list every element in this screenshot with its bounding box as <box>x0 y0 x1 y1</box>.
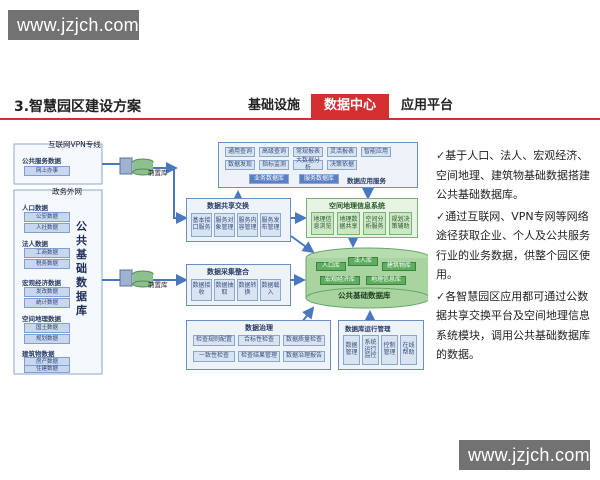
share-exchange-title: 数据共享交换 <box>207 202 249 210</box>
gov-item-4: 一致性检查 <box>193 351 235 362</box>
check-icon: ✓ <box>436 289 446 303</box>
ops-item-4: 在线帮助 <box>400 335 417 365</box>
tab-application-platform[interactable]: 应用平台 <box>400 98 453 113</box>
public-service-title: 公共服务数据 <box>22 157 61 165</box>
db-spatial-title: 空间地理数据 <box>22 315 61 323</box>
front-db-2-label: 前置库 <box>148 281 168 289</box>
check-icon: ✓ <box>436 209 446 223</box>
collect-item-3: 数据转换 <box>237 279 258 301</box>
collect-item-1: 数据接收 <box>191 279 212 301</box>
gov-item-1: 检查规则配置 <box>193 335 235 346</box>
base-db-population: 人口库 <box>316 262 346 271</box>
app-svc-3: 常规报表 <box>293 147 323 157</box>
base-db-title: 公共基础数据库 <box>338 291 391 300</box>
gis-box: 空间地理信息系统 地理信息浏览 地理数据共享 空间分析服务 规划决策辅助 <box>306 198 418 238</box>
db-economy-item-2: 统计数据 <box>24 298 70 308</box>
watermark-top: www.jzjch.com <box>8 10 139 40</box>
architecture-diagram: 互联网VPN专线 公共服务数据 网上办事 前置库 政务外网 人口数据 公安数据 … <box>8 140 428 378</box>
bullet-text: 各智慧园区应用都可通过公数据共享交换平台及空间地理信息系统模块，调用公共基础数据… <box>436 289 590 362</box>
db-economy-item-1: 发改数据 <box>24 287 70 297</box>
db-building-title: 建筑物数据 <box>22 350 55 358</box>
app-services-box: 通用查询 高级查询 常规报表 灵活报表 智能应用 数据发现 指标监测 大数据分析… <box>218 142 418 188</box>
business-db: 业务数据库 <box>249 174 289 184</box>
db-economy-title: 宏观经济数据 <box>22 279 61 287</box>
service-db: 服务数据库 <box>299 174 339 184</box>
app-svc-9: 决策依据 <box>327 160 357 170</box>
tab-data-center[interactable]: 数据中心 <box>311 94 389 118</box>
base-db-legal: 法人库 <box>348 257 378 266</box>
collect-box: 数据采集整合 数据接收 数据抽取 数据转换 数据载入 <box>186 264 291 306</box>
share-item-2: 服务对象管理 <box>214 213 235 237</box>
bullet-text: 基于人口、法人、宏观经济、空间地理、建筑物基础数据搭建公共基础数据库。 <box>436 149 590 201</box>
gov-net-label: 政务外网 <box>52 187 82 196</box>
gis-item-2: 地理数据共享 <box>337 212 360 235</box>
tab-infrastructure[interactable]: 基础设施 <box>247 98 300 113</box>
db-building-item-2: 住建数据 <box>24 365 70 373</box>
public-service-item: 网上办事 <box>24 166 70 176</box>
front-db-1-label: 前置库 <box>148 169 168 177</box>
app-svc-5: 智能应用 <box>361 147 391 157</box>
left-vertical-label: 公共基础数据库 <box>76 220 87 317</box>
db-spatial-item-1: 国土数据 <box>24 323 70 333</box>
collect-item-2: 数据抽取 <box>214 279 235 301</box>
gis-title: 空间地理信息系统 <box>329 202 385 210</box>
collect-title: 数据采集整合 <box>207 268 249 276</box>
bullet-item: ✓各智慧园区应用都可通过公数据共享交换平台及空间地理信息系统模块，调用公共基础数… <box>436 287 592 365</box>
check-icon: ✓ <box>436 149 446 162</box>
vpn-label: 互联网VPN专线 <box>48 140 101 149</box>
db-population-item-1: 公安数据 <box>24 212 70 222</box>
db-population-item-2: 人社数据 <box>24 223 70 233</box>
gov-item-2: 合标性检查 <box>238 335 280 346</box>
header-bar: 3.智慧园区建设方案 基础设施 数据中心 应用平台 <box>0 92 600 118</box>
ops-box: 数据库运行管理 数据管理 系统运行监控 控制管理 在线帮助 <box>338 320 424 370</box>
bullet-item: ✓通过互联网、VPN专网等网络途径获取企业、个人及公共服务行业的业务数据，供整个… <box>436 207 592 285</box>
share-item-4: 服务发布管理 <box>260 213 281 237</box>
base-db-geo: 地理信息库 <box>366 276 406 285</box>
watermark-bottom: www.jzjch.com <box>459 440 590 470</box>
app-services-title: 数据应用服务 <box>347 177 386 185</box>
db-legal-item-2: 税务数据 <box>24 259 70 269</box>
app-svc-7: 指标监测 <box>259 160 289 170</box>
bullet-panel: ✓基于人口、法人、宏观经济、空间地理、建筑物基础数据搭建公共基础数据库。 ✓通过… <box>436 146 592 367</box>
db-legal-item-1: 工商数据 <box>24 248 70 258</box>
governance-title: 数据治理 <box>245 324 273 332</box>
app-svc-6: 数据发现 <box>225 160 255 170</box>
gis-item-4: 规划决策辅助 <box>389 212 412 235</box>
base-db-economy: 宏观经济库 <box>320 276 360 285</box>
app-svc-2: 高级查询 <box>259 147 289 157</box>
app-svc-4: 灵活报表 <box>327 147 357 157</box>
ops-item-2: 系统运行监控 <box>362 335 379 365</box>
app-svc-1: 通用查询 <box>225 147 255 157</box>
bullet-item: ✓基于人口、法人、宏观经济、空间地理、建筑物基础数据搭建公共基础数据库。 <box>436 146 592 205</box>
gov-item-3: 数据质量检查 <box>283 335 325 346</box>
db-population-title: 人口数据 <box>22 204 48 212</box>
share-item-1: 基本接口服务 <box>191 213 212 237</box>
share-item-3: 服务内容管理 <box>237 213 258 237</box>
db-spatial-item-2: 规划数据 <box>24 334 70 344</box>
header-divider <box>0 118 600 120</box>
app-svc-8: 大数据分析 <box>293 157 323 171</box>
gov-item-6: 数据治理报告 <box>283 351 325 362</box>
db-legal-title: 法人数据 <box>22 240 48 248</box>
governance-box: 数据治理 检查规则配置 合标性检查 数据质量检查 一致性检查 检查结果管理 数据… <box>186 320 331 370</box>
base-db-building: 建筑物库 <box>382 262 416 271</box>
ops-item-1: 数据管理 <box>343 335 360 365</box>
bullet-text: 通过互联网、VPN专网等网络途径获取企业、个人及公共服务行业的业务数据，供整个园… <box>436 209 590 282</box>
ops-title: 数据库运行管理 <box>345 325 391 333</box>
gis-item-3: 空间分析服务 <box>363 212 386 235</box>
gis-item-1: 地理信息浏览 <box>311 212 334 235</box>
share-exchange-box: 数据共享交换 基本接口服务 服务对象管理 服务内容管理 服务发布管理 <box>186 198 291 242</box>
gov-item-5: 检查结果管理 <box>238 351 280 362</box>
ops-item-3: 控制管理 <box>381 335 398 365</box>
section-title: 3.智慧园区建设方案 <box>14 99 142 115</box>
collect-item-4: 数据载入 <box>260 279 281 301</box>
